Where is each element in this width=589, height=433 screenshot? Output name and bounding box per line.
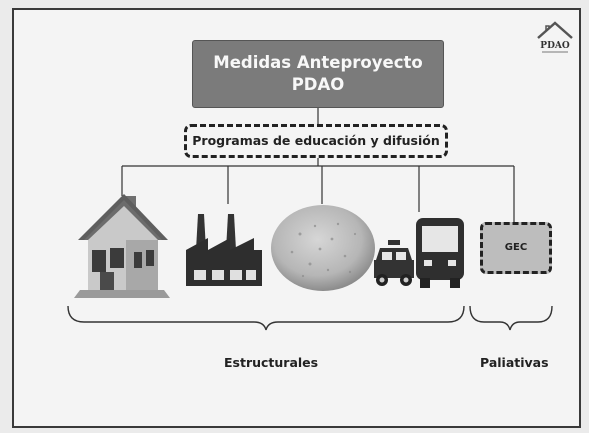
particulate-sphere-icon	[270, 204, 376, 292]
title-line-1: Medidas Anteproyecto	[213, 53, 423, 72]
gec-box: GEC	[480, 222, 552, 274]
bus-icon	[414, 214, 466, 290]
taxi-icon	[372, 238, 416, 288]
education-program-box: Programas de educación y difusión	[184, 124, 448, 158]
house-icon	[70, 190, 174, 300]
title-line-2: PDAO	[291, 75, 345, 94]
pdao-logo: PDAO	[534, 18, 576, 54]
palliative-label: Paliativas	[480, 355, 549, 370]
education-program-label: Programas de educación y difusión	[192, 133, 440, 148]
factory-icon	[184, 210, 266, 290]
measures-title-box: Medidas Anteproyecto PDAO	[192, 40, 444, 108]
logo-text: PDAO	[540, 41, 570, 51]
gec-label: GEC	[504, 242, 528, 253]
structural-label: Estructurales	[224, 355, 319, 370]
